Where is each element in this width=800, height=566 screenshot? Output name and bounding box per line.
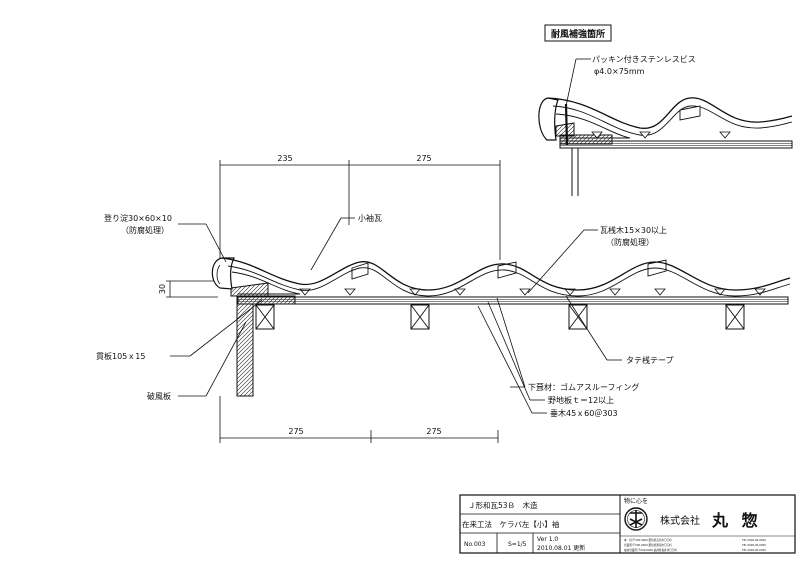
detail-tile-profile bbox=[538, 97, 793, 141]
tb-contact-1b: TEL 0000-00-0000 bbox=[742, 538, 766, 542]
dim-top-left: 235 bbox=[277, 154, 292, 163]
detail-view: 耐風補強箇所 パッキン付きステンレスビス φ4.0×75mm bbox=[538, 24, 793, 196]
height-dimension bbox=[166, 280, 218, 298]
detail-screw bbox=[564, 103, 569, 146]
label-screw-name: パッキン付きステンレスビス bbox=[592, 54, 696, 64]
label-sode-tile: 小袖瓦 bbox=[358, 213, 382, 223]
detail-nuki-board bbox=[559, 134, 613, 145]
label-shitabuki: 下葺材：ゴムアスルーフィング bbox=[528, 382, 639, 392]
label-taruki: 垂木45ｘ60＠303 bbox=[550, 408, 618, 418]
label-sanki-note: （防腐処理） bbox=[606, 237, 654, 247]
top-dimension bbox=[219, 160, 501, 260]
nuki-board bbox=[236, 295, 296, 305]
main-section: 235 275 275 275 30 bbox=[96, 154, 791, 443]
dim-bottom-right: 275 bbox=[426, 427, 441, 436]
company-logo bbox=[624, 507, 648, 531]
detail-title: 耐風補強箇所 bbox=[551, 28, 605, 40]
title-block: Ｊ形和瓦53Ｂ 木造 在来工法 ケラバ左【小】袖 No.003 S=1/5 Ve… bbox=[459, 494, 796, 554]
bottom-dimension bbox=[219, 396, 499, 443]
tile-profile bbox=[221, 257, 791, 297]
tb-slogan: 物に心を bbox=[624, 497, 648, 505]
dim-bottom-left: 275 bbox=[288, 427, 303, 436]
tile-clips bbox=[299, 288, 766, 296]
dim-height: 30 bbox=[158, 284, 167, 294]
label-screw-size: φ4.0×75mm bbox=[594, 67, 645, 76]
label-hafuita: 破風板 bbox=[147, 391, 171, 401]
label-noborido-note: （防腐処理） bbox=[121, 225, 169, 235]
detail-leader bbox=[565, 58, 591, 107]
sode-tile-end bbox=[211, 257, 235, 290]
tb-contact-3a: 福井営業所/〒000-0000 福井県坂井市〇〇町 bbox=[624, 548, 677, 552]
leader-lines bbox=[170, 217, 622, 414]
label-tate-tape: タテ桟テープ bbox=[626, 355, 674, 365]
tb-date: 2010.08.01 更新 bbox=[537, 544, 585, 552]
tb-scale: S=1/5 bbox=[508, 541, 527, 548]
tb-number: No.003 bbox=[464, 541, 486, 548]
label-nojiita: 野地板ｔ＝12以上 bbox=[548, 395, 614, 405]
tb-company: 株式会社 bbox=[660, 514, 700, 527]
label-noborido: 登り淀30×60×10 bbox=[104, 213, 172, 223]
noborido-batten bbox=[230, 282, 269, 297]
dim-top-right: 275 bbox=[416, 154, 431, 163]
label-sanki: 瓦桟木15×30以上 bbox=[600, 225, 667, 235]
tb-version: Ver 1.0 bbox=[537, 536, 558, 543]
roof-board-layers bbox=[237, 296, 789, 305]
tb-contact-3b: TEL 0000-00-0000 bbox=[742, 548, 766, 552]
detail-title-box bbox=[544, 24, 612, 42]
tb-product: Ｊ形和瓦53Ｂ 木造 bbox=[468, 500, 538, 510]
detail-noborido bbox=[555, 122, 575, 137]
tb-contact-2b: TEL 0000-00-0000 bbox=[742, 543, 766, 547]
detail-batten bbox=[679, 105, 701, 121]
tb-contact-1a: 本 社/〒000-0000 愛知県高浜市〇〇町 bbox=[624, 538, 672, 542]
label-nukiita: 貫板105ｘ15 bbox=[96, 351, 145, 361]
tb-contact-2a: 営業所/〒000-0000 愛知県碧南市〇〇町 bbox=[624, 543, 672, 547]
detail-clips bbox=[591, 131, 731, 139]
tb-method: 在来工法 ケラバ左【小】袖 bbox=[462, 519, 559, 529]
tb-company-name: 丸 惣 bbox=[711, 511, 762, 530]
detail-board-layers bbox=[559, 140, 793, 196]
